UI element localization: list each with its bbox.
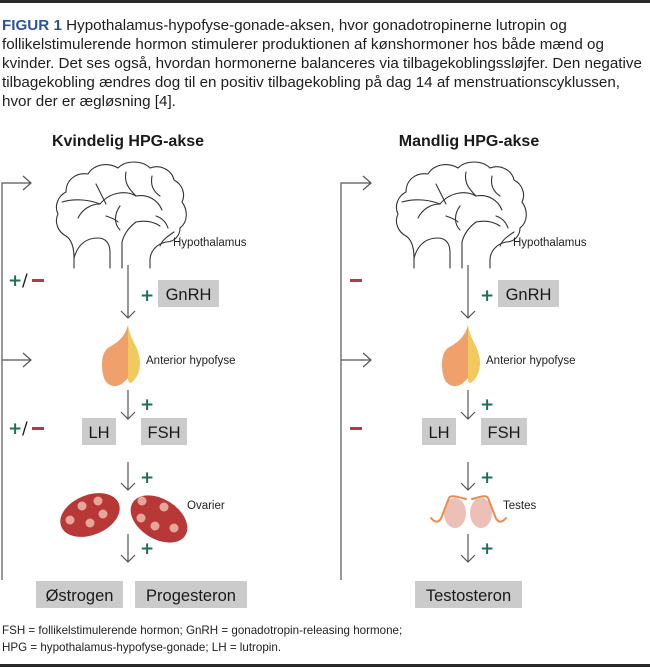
footnote-line-1: FSH = follikelstimulerende hormon; GnRH … [2,624,403,637]
plus-sign: + [8,271,22,291]
gnrh-box [158,280,219,307]
male-axis: Mandlig HPG-akse Hypothalamus + GnRH Ant… [340,133,587,608]
testosteron-box [415,581,522,608]
brain-icon [55,161,187,269]
hypothalamus-label: Hypothalamus [513,237,587,249]
fsh-label: FSH [148,424,181,442]
gnrh-plus-sign: + [140,286,154,306]
gnrh-label: GnRH [166,286,212,304]
bottom-rule [0,664,650,667]
lh-label: LH [88,424,109,442]
plus-sign: + [8,419,22,439]
brain-icon [395,161,527,269]
hypofyse-label: Anterior hypofyse [146,355,236,367]
testes-icon [430,495,507,528]
oestrogen-box [36,581,123,608]
gonad-out-plus-sign: + [480,539,494,559]
male-feedback-minus-1 [350,279,362,282]
ovaries-icon [60,493,188,543]
gonad-out-plus-sign: + [140,539,154,559]
minus-sign [32,279,44,282]
gnrh-plus-sign: + [480,286,494,306]
lh-label: LH [428,424,449,442]
female-feedback-sign-1: + / [8,271,44,291]
minus-sign [32,427,44,430]
gnrh-box [498,280,559,307]
oestrogen-label: Østrogen [46,587,114,605]
fsh-box [481,418,527,445]
male-feedback-minus-2 [350,427,362,430]
hypofyse-icon [441,325,480,387]
female-axis: Kvindelig HPG-akse + / + / Hypothalamus … [1,133,247,608]
progesteron-label: Progesteron [146,587,236,605]
slash: / [22,271,28,291]
male-axis-title: Mandlig HPG-akse [399,133,540,150]
testes-label: Testes [503,500,536,512]
slash: / [22,419,28,439]
lh-box [82,418,116,445]
progesteron-box [135,581,247,608]
figure-caption: FIGUR 1 Hypothalamus-hypofyse-gonade-aks… [2,16,642,111]
gonadotropin-plus-sign: + [140,395,154,415]
hypofyse-icon [101,325,140,387]
gonad-in-plus-sign: + [140,468,154,488]
female-feedback-line [1,182,30,580]
female-feedback-sign-2: + / [8,419,44,439]
hypothalamus-label: Hypothalamus [173,237,247,249]
lh-box [422,418,456,445]
gonad-in-plus-sign: + [480,468,494,488]
female-axis-title: Kvindelig HPG-akse [52,133,204,150]
figure-label: FIGUR 1 [2,17,62,34]
footnote-line-2: HPG = hypothalamus-hypofyse-gonade; LH =… [2,641,282,654]
abbreviations-footnote: FSH = follikelstimulerende hormon; GnRH … [2,622,642,656]
ovaries-label: Ovarier [187,500,225,512]
caption-text: Hypothalamus-hypofyse-gonade-aksen, hvor… [2,17,642,110]
gnrh-label: GnRH [506,286,552,304]
hypofyse-label: Anterior hypofyse [486,355,576,367]
fsh-label: FSH [488,424,521,442]
gonadotropin-plus-sign: + [480,395,494,415]
top-rule [0,0,650,3]
fsh-box [141,418,187,445]
testosteron-label: Testosteron [426,587,511,605]
male-feedback-line [340,182,370,580]
